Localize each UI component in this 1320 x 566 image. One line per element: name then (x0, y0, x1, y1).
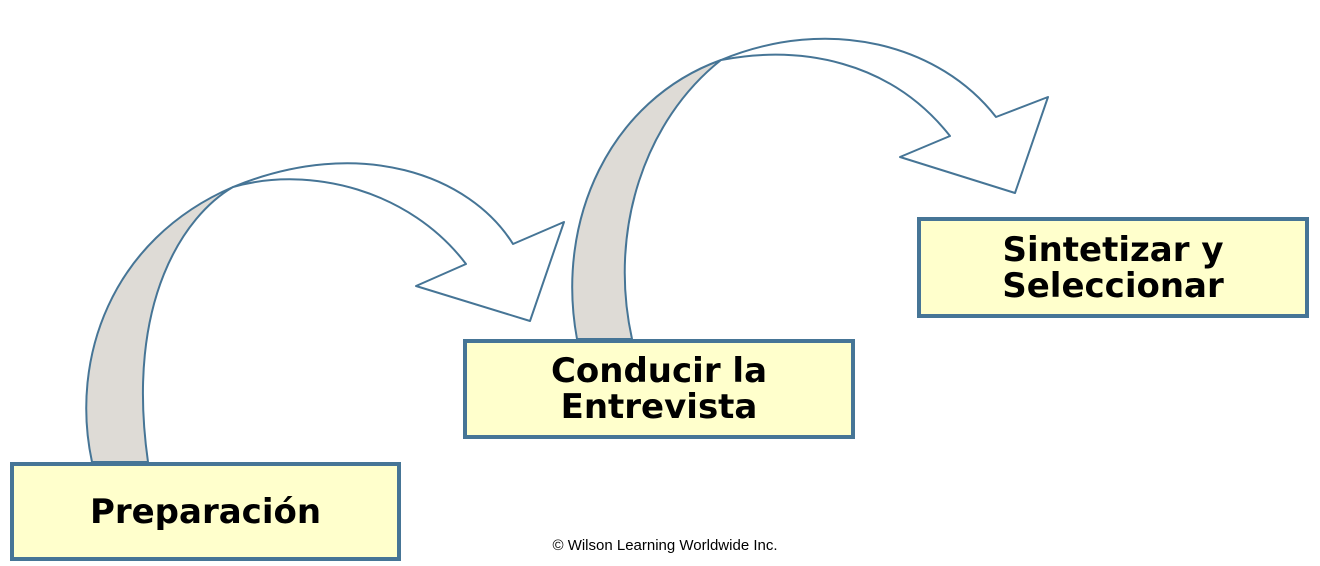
stage-box-conducir: Conducir la Entrevista (463, 339, 855, 439)
arrow-1-underside (85, 186, 234, 463)
stage-label-sintetizar: Sintetizar y Seleccionar (1002, 229, 1224, 306)
curved-arrow-1 (85, 162, 565, 463)
copyright-notice: © Wilson Learning Worldwide Inc. (552, 537, 778, 554)
stage-box-sintetizar: Sintetizar y Seleccionar (917, 217, 1309, 318)
arrow-1-front (232, 162, 565, 322)
stage-label-preparacion: Preparación (89, 491, 322, 532)
arrow-2-front (720, 37, 1049, 194)
stage-label-conducir: Conducir la Entrevista (550, 351, 768, 427)
curved-arrow-2 (571, 37, 1049, 340)
arrow-2-underside (571, 59, 722, 340)
stage-box-preparacion: Preparación (10, 462, 401, 561)
